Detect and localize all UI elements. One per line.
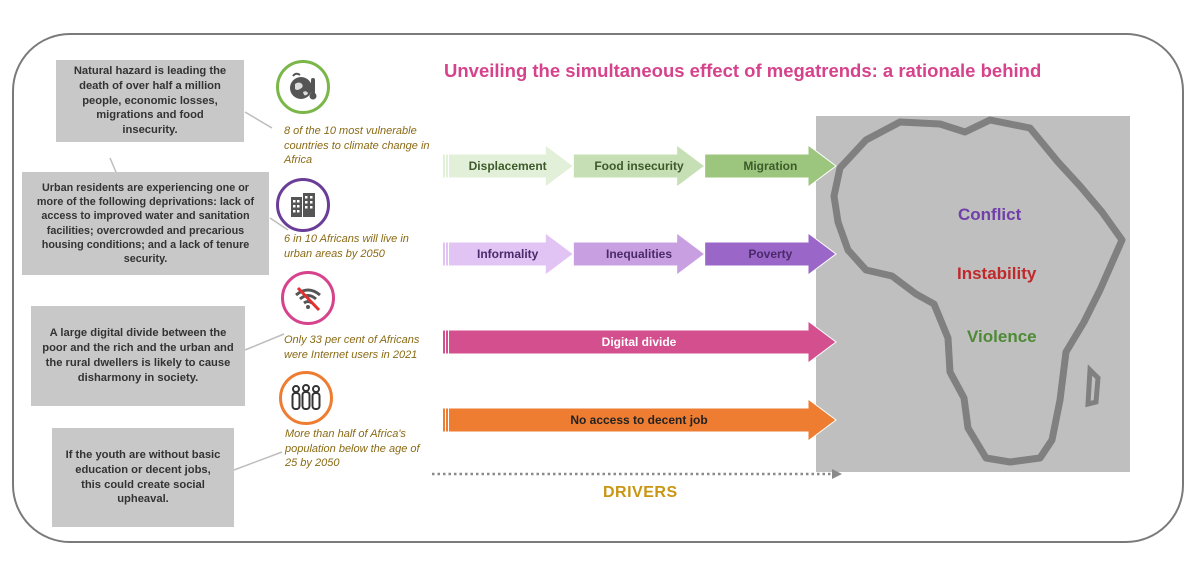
drivers-label: DRIVERS — [603, 484, 678, 501]
outcome-instability: Instability — [957, 264, 1037, 283]
callout-text: Urban residents are experiencing one or … — [36, 181, 255, 265]
arrow-label: Informality — [477, 247, 539, 261]
callout-youth: If the youth are without basic education… — [52, 428, 234, 527]
callout-text: A large digital divide between the poor … — [42, 327, 234, 384]
climate-globe-thermometer-icon — [276, 60, 330, 114]
outcome-conflict: Conflict — [958, 205, 1022, 224]
stat-urban: 6 in 10 Africans will live in urban area… — [284, 233, 409, 260]
arrow-tail-stripe — [442, 408, 443, 432]
arrow-tail-stripe — [445, 330, 446, 354]
arrow-tail-stripe — [448, 330, 449, 354]
callout-text: If the youth are without basic education… — [65, 448, 221, 506]
arrow-tail-stripe — [442, 242, 443, 266]
page-title: Unveiling the simultaneous effect of meg… — [444, 60, 1042, 81]
callout-digital-divide: A large digital divide between the poor … — [31, 306, 245, 406]
arrow-segment — [441, 232, 575, 276]
rounded-frame — [12, 33, 1184, 543]
arrow-segment — [572, 144, 706, 188]
callout-natural-hazard: Natural hazard is leading the death of o… — [56, 60, 244, 142]
arrow-segment — [704, 232, 837, 276]
arrow-tail-stripe — [448, 242, 449, 266]
arrow-tail-stripe — [442, 154, 443, 178]
arrow-tail-stripe — [442, 330, 443, 354]
callout-urban-residents: Urban residents are experiencing one or … — [22, 172, 269, 275]
arrow-tail-stripe — [448, 154, 449, 178]
stat-internet: Only 33 per cent of Africans were Intern… — [284, 334, 420, 361]
arrow-tail-stripe — [448, 408, 449, 432]
arrow-label: Displacement — [469, 159, 547, 173]
arrow-label: Poverty — [748, 247, 792, 261]
stat-youth: More than half of Africa's population be… — [285, 428, 420, 470]
arrow-tail-stripe — [445, 242, 446, 266]
outcome-violence: Violence — [967, 327, 1037, 346]
urban-buildings-icon — [276, 178, 330, 232]
arrow-segment — [441, 320, 837, 364]
no-wifi-icon — [281, 271, 335, 325]
arrow-label: Migration — [743, 159, 797, 173]
people-group-icon — [279, 371, 333, 425]
arrow-tail-stripe — [445, 408, 446, 432]
arrow-segment — [441, 398, 837, 442]
arrow-label: Food insecurity — [594, 159, 684, 173]
arrow-label: Inequalities — [606, 247, 672, 261]
arrow-segment — [704, 144, 837, 188]
arrow-label: Digital divide — [602, 335, 677, 349]
callout-text: Natural hazard is leading the death of o… — [73, 65, 227, 137]
arrow-segment — [441, 144, 575, 188]
arrow-label: No access to decent job — [570, 413, 707, 427]
stat-climate: 8 of the 10 most vulnerable countries to… — [284, 125, 430, 167]
arrow-tail-stripe — [445, 154, 446, 178]
arrow-segment — [572, 232, 706, 276]
